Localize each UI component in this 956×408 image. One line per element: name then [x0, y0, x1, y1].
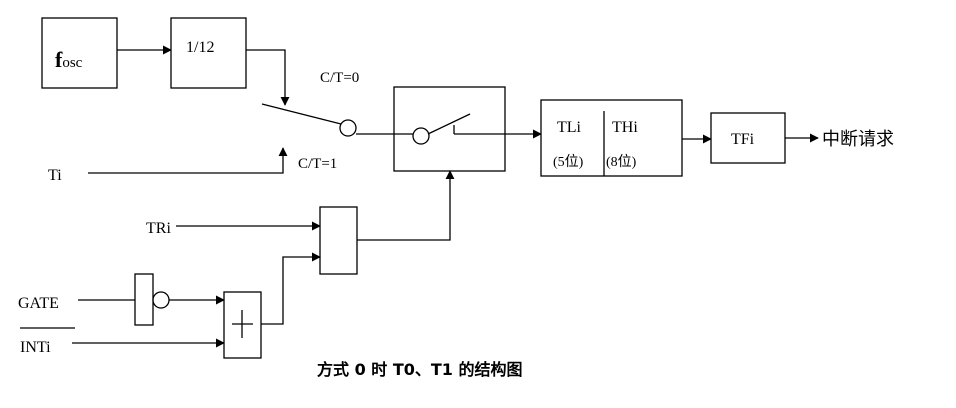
and-gate — [319, 206, 358, 275]
inverter-bubble — [152, 291, 170, 309]
interrupt-request-label: 中断请求 — [822, 129, 894, 150]
tli-bits-label: (5位) — [553, 154, 584, 170]
tli-label: TLi — [557, 119, 582, 136]
fosc-block: fosc — [41, 17, 118, 89]
and-to-control-wire — [357, 170, 455, 241]
tfi-label: TFi — [731, 131, 755, 148]
ct1-label: C/T=1 — [298, 156, 337, 172]
diagram-caption: 方式 0 时 T0、T1 的结构图 — [317, 360, 523, 379]
control-switch-box — [393, 86, 506, 172]
divider-to-switch-wire — [246, 49, 290, 106]
count-register: TLi THi (5位) (8位) — [540, 99, 683, 177]
inverter-gate — [134, 273, 154, 326]
or-to-and-wire — [261, 252, 321, 325]
ti-label: Ti — [48, 167, 62, 184]
thi-label: THi — [612, 119, 638, 136]
ct-switch-pivot — [339, 119, 357, 137]
gate-label: GATE — [18, 295, 59, 312]
fosc-label: f — [55, 47, 63, 72]
ct0-label: C/T=0 — [320, 70, 359, 86]
inti-label: INTi — [20, 339, 51, 356]
or-gate — [223, 291, 262, 359]
fosc-subscript: osc — [62, 55, 82, 71]
ct-switch-blade — [261, 103, 342, 125]
overflow-flag-block: TFi — [710, 112, 786, 164]
control-switch-blade — [427, 113, 471, 135]
tri-label: TRi — [146, 220, 171, 237]
divider-label: 1/12 — [186, 39, 214, 56]
ti-wire — [88, 147, 288, 174]
divider-block: 1/12 — [170, 17, 247, 89]
svg-text:fosc: fosc — [55, 47, 83, 72]
control-switch-contact — [412, 127, 430, 145]
thi-bits-label: (8位) — [606, 154, 637, 170]
